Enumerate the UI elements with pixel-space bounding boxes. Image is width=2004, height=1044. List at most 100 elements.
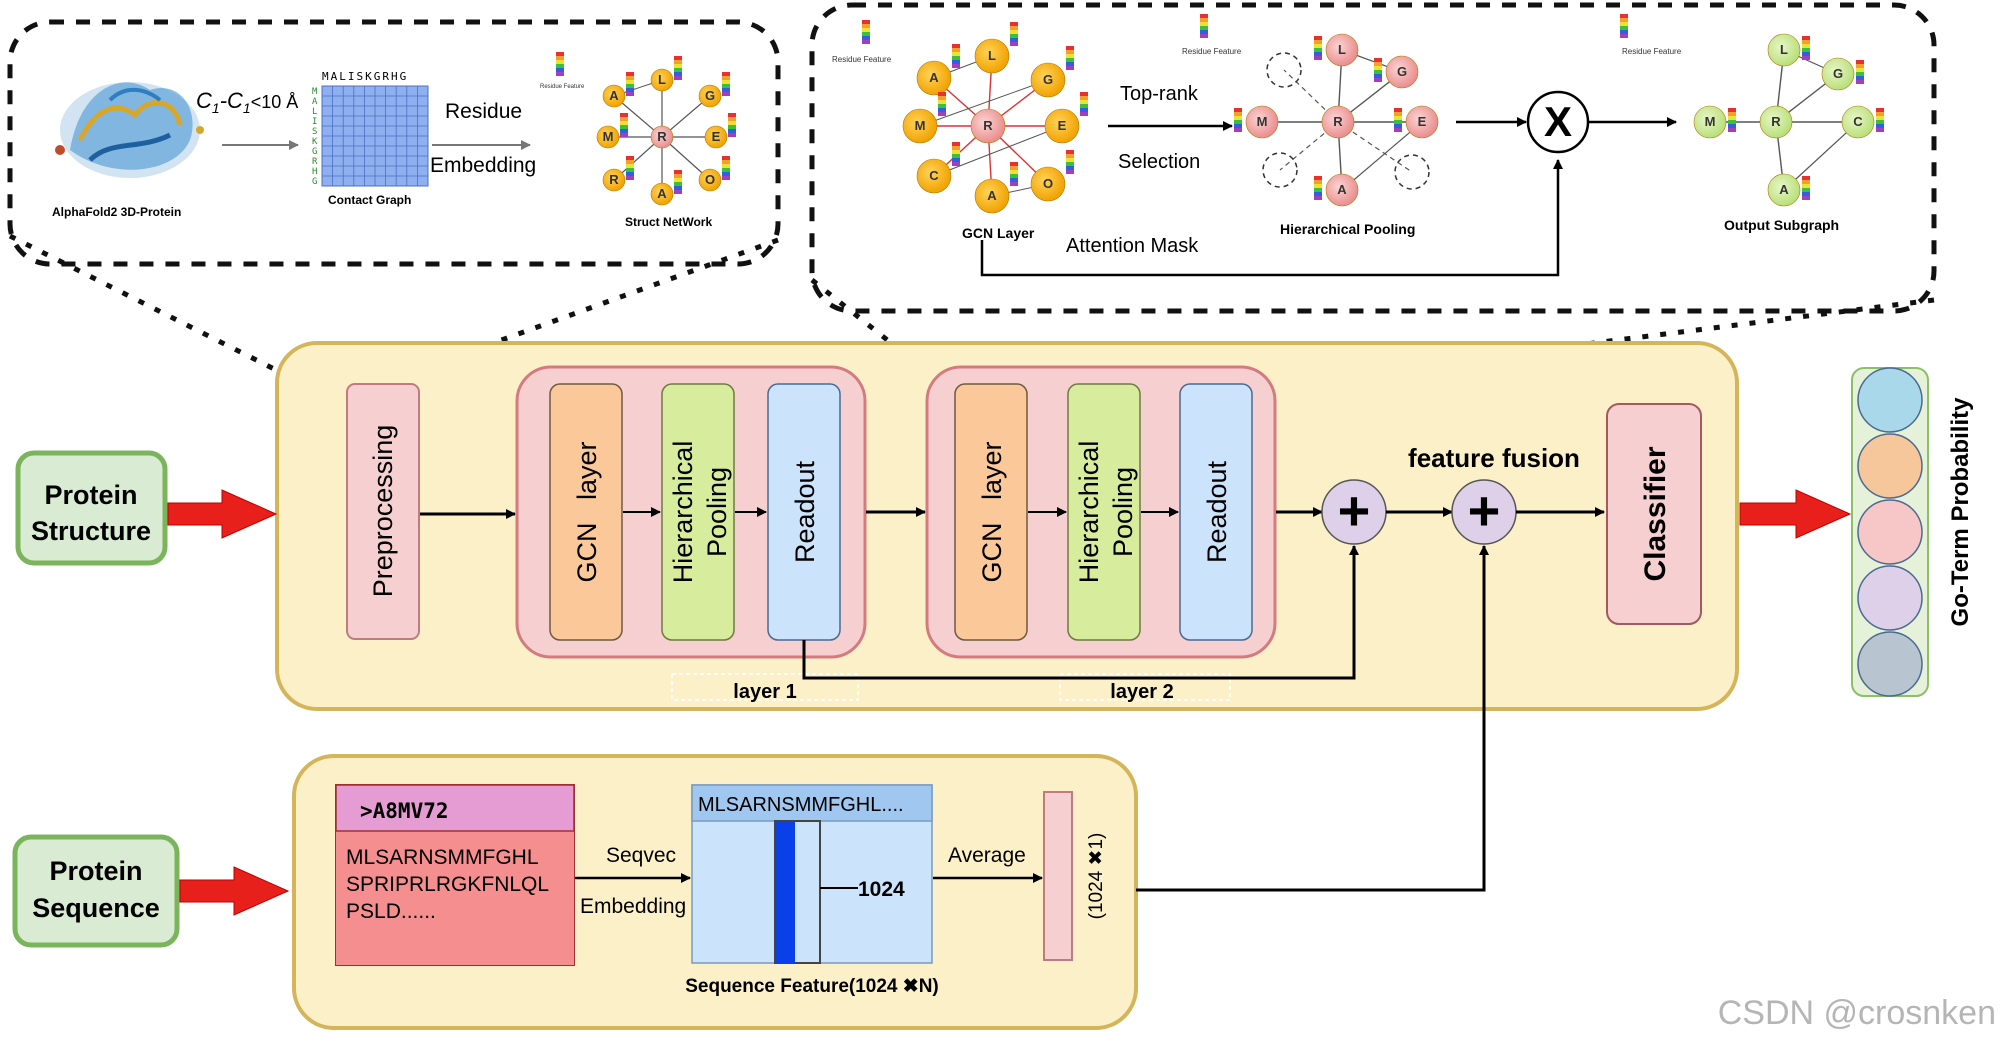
feature-bar-segment [938, 112, 946, 116]
feature-bar-segment [952, 158, 960, 162]
feature-bar-segment [1010, 26, 1018, 30]
fusion-plus-1-symbol: + [1338, 479, 1371, 542]
red-arrow-sequence [179, 866, 290, 916]
feature-bar-segment [1314, 176, 1322, 180]
dropped-node [1262, 152, 1298, 188]
fasta-line-1: MLSARNSMMFGHL [346, 846, 539, 869]
feature-bar-segment [620, 117, 628, 121]
feature-bar-segment [1620, 30, 1628, 34]
feature-bar-segment [728, 113, 736, 117]
feature-bar-segment [674, 60, 682, 64]
embedding-matrix-column [775, 821, 795, 963]
feature-bar-segment [1066, 58, 1074, 62]
graph-edge [1341, 121, 1423, 191]
feature-bar-segment [1234, 116, 1242, 120]
feature-bar-segment [722, 156, 730, 160]
graph-node [650, 182, 674, 206]
feature-bar-segment [722, 160, 730, 164]
layer1-readout-label: Readout [790, 460, 820, 563]
feature-bar-segment [1010, 42, 1018, 46]
feature-bar-segment [722, 168, 730, 172]
average-label: Average [948, 844, 1026, 867]
graph-node-label: E [1058, 118, 1067, 133]
feature-bar-segment [1066, 50, 1074, 54]
feature-bar-segment [1314, 36, 1322, 40]
graph-node [1325, 173, 1359, 207]
feature-bar-segment [1010, 34, 1018, 38]
graph-node-label: L [1338, 42, 1346, 57]
feature-bar-segment [556, 52, 564, 56]
feature-bar-segment [674, 174, 682, 178]
fasta-seq-id: >A8MV72 [360, 799, 449, 823]
feature-bar-segment [722, 164, 730, 168]
feature-bar-segment [1080, 112, 1088, 116]
feature-bar-segment [1728, 128, 1736, 132]
graph-node [1385, 55, 1419, 89]
graph-node [1767, 33, 1801, 67]
feature-bar-segment [1066, 158, 1074, 162]
feature-bar-segment [722, 80, 730, 84]
feature-bar-segment [1200, 26, 1208, 30]
feature-bar-segment [626, 160, 634, 164]
feature-bar-segment [1314, 196, 1322, 200]
protein-sequence-input [12, 834, 180, 948]
feature-bar-segment [674, 182, 682, 186]
feature-bar-segment [1066, 46, 1074, 50]
layer1-pool-block [661, 383, 735, 641]
zoom-connector-right-b [1261, 297, 1935, 388]
feature-bar-segment [1010, 162, 1018, 166]
feature-bar-segment [938, 92, 946, 96]
graph-node-label: L [658, 72, 666, 87]
graph-node [1759, 105, 1793, 139]
graph-node-label: L [988, 48, 996, 63]
feature-bar-segment [1856, 60, 1864, 64]
feature-bar-segment [1314, 180, 1322, 184]
feature-bar-segment [1728, 116, 1736, 120]
feature-bar-segment [1066, 170, 1074, 174]
feature-bar-segment [1234, 128, 1242, 132]
go-term-output-circle [1857, 433, 1923, 499]
feature-bar-segment [952, 146, 960, 150]
feature-bar-segment [1394, 120, 1402, 124]
layer2-readout-label: Readout [1202, 460, 1232, 563]
sequence-to-fusion-path [1136, 545, 1489, 892]
graph-node-label: L [1780, 42, 1788, 57]
graph-node-label: G [1397, 64, 1407, 79]
feature-bar-segment [722, 176, 730, 180]
graph-node-label: R [657, 129, 667, 144]
feature-bar-segment [1394, 108, 1402, 112]
graph-edge [933, 125, 1063, 177]
feature-bar-segment [1066, 54, 1074, 58]
layer2-pool-block [1067, 383, 1141, 641]
sequence-feature-caption: Sequence Feature(1024 ✖N) [685, 976, 939, 997]
feature-bar-segment [1080, 96, 1088, 100]
embedding-label: Embedding [430, 154, 536, 177]
fasta-header [335, 784, 575, 832]
graph-node [698, 84, 722, 108]
go-term-output-circles [1857, 367, 1923, 697]
graph-node [1030, 62, 1066, 98]
graph-node-label: R [609, 172, 619, 187]
feature-bar-segment [1620, 14, 1628, 18]
feature-bar-segment [620, 113, 628, 117]
graph-node [1325, 33, 1359, 67]
fasta-body [336, 831, 574, 965]
feature-bar-segment [1080, 108, 1088, 112]
feature-bar-segment [1234, 112, 1242, 116]
graph-node-label: G [1833, 66, 1843, 81]
go-term-probability-label: Go-Term Probability [1947, 397, 1974, 627]
feature-bar-segment [938, 104, 946, 108]
feature-bar-segment [952, 56, 960, 60]
feature-bar-segment [1802, 176, 1810, 180]
feature-bar-segment [1374, 78, 1382, 82]
feature-bar-segment [1314, 192, 1322, 196]
graph-node-label: A [609, 88, 619, 103]
feature-bar-segment [1010, 174, 1018, 178]
contact-side-letter: H [312, 167, 317, 177]
go-term-output-circle [1857, 631, 1923, 697]
graph-edge [919, 79, 1049, 127]
feature-bar-segment [1856, 68, 1864, 72]
protein-sequence-label-2: Sequence [32, 893, 160, 923]
pooling-caption: Hierarchical Pooling [1280, 221, 1415, 237]
